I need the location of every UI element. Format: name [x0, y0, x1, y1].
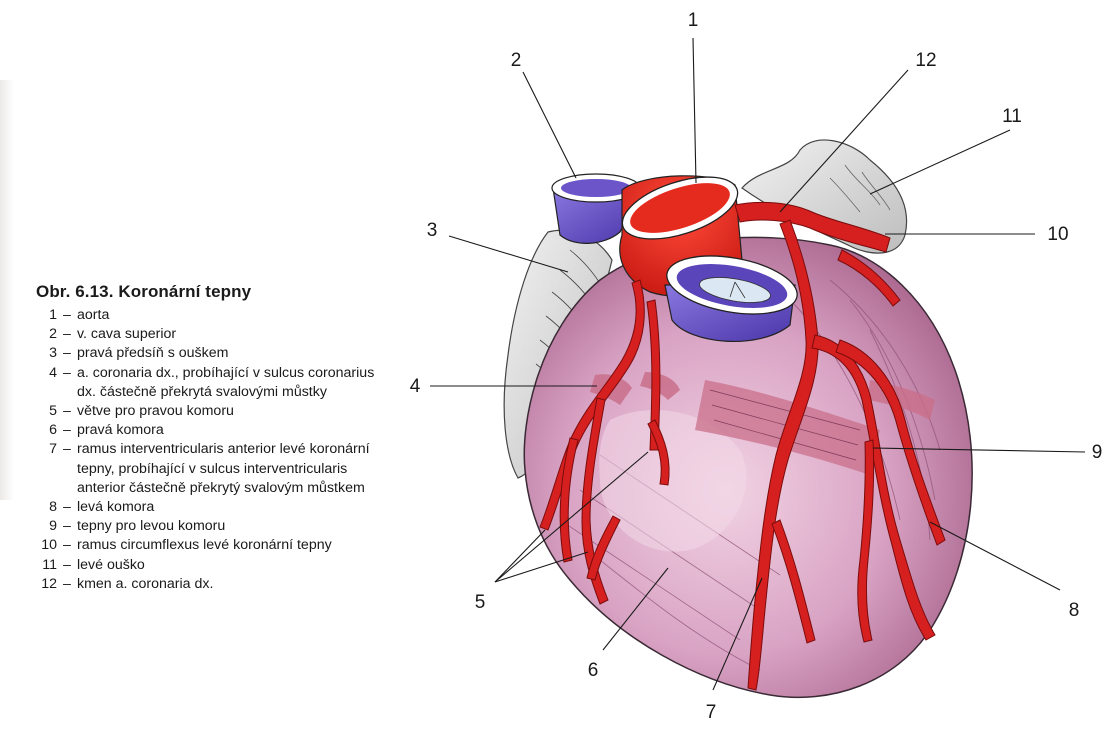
leader-line-11	[870, 130, 1010, 194]
callout-9: 9	[1092, 442, 1103, 463]
callout-3: 3	[427, 220, 438, 241]
callout-8: 8	[1069, 600, 1080, 621]
leader-line-1	[693, 38, 696, 183]
callout-12: 12	[915, 50, 936, 71]
leader-line-2	[523, 72, 576, 178]
callout-1: 1	[688, 10, 699, 31]
callout-6: 6	[588, 660, 599, 681]
callout-2: 2	[511, 50, 522, 71]
callout-11: 11	[1002, 106, 1022, 127]
callout-10: 10	[1047, 224, 1068, 245]
callout-7: 7	[706, 702, 717, 723]
callout-5: 5	[475, 592, 486, 613]
callout-4: 4	[410, 376, 421, 397]
